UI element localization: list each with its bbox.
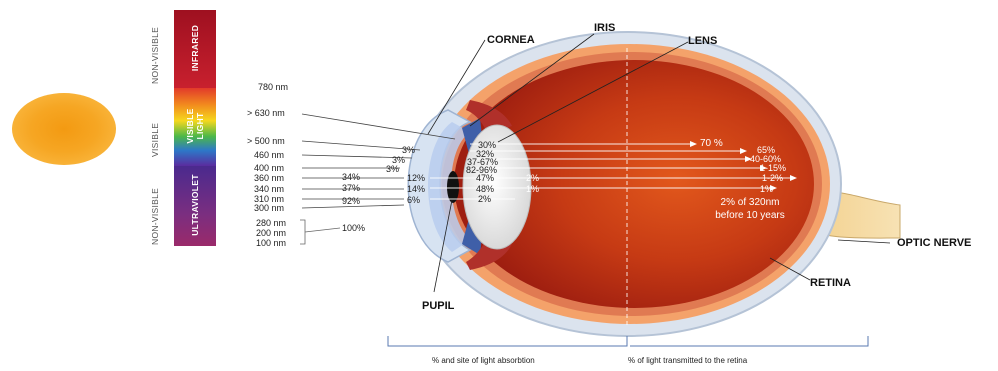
vitreous-absorption-340: 1%: [526, 184, 539, 194]
cornea-absorption-360: 34%: [342, 172, 360, 182]
wavelength-100: 100 nm: [256, 238, 286, 248]
cornea-absorption-uv: 100%: [342, 223, 365, 233]
lens-label: LENS: [688, 35, 717, 47]
iris-absorption-310: 6%: [407, 195, 420, 205]
wavelength-200: 200 nm: [256, 228, 286, 238]
retina-transmission-340: 1%: [760, 184, 773, 194]
wavelength-500: > 500 nm: [247, 136, 285, 146]
transmission-footer: % of light transmitted to the retina: [628, 356, 747, 365]
transmission-bracket: [630, 336, 868, 346]
cornea-absorption-340: 37%: [342, 183, 360, 193]
pupil-shape: [447, 171, 459, 203]
wavelength-280: 280 nm: [256, 218, 286, 228]
lens-absorption-360: 47%: [476, 173, 494, 183]
wavelength-300: 300 nm: [254, 203, 284, 213]
wavelength-780: 780 nm: [258, 82, 288, 92]
absorption-footer: % and site of light absorbtion: [432, 356, 535, 365]
retina-label: RETINA: [810, 277, 851, 289]
cornea-absorption-310: 92%: [342, 196, 360, 206]
retina-transmission-360: 1-2%: [762, 173, 783, 183]
optic-nerve-label: OPTIC NERVE: [897, 237, 971, 249]
lens-absorption-310: 2%: [478, 194, 491, 204]
retina-transmission-400: 1-15%: [760, 163, 786, 173]
iris-absorption-360: 12%: [407, 173, 425, 183]
cornea-label: CORNEA: [487, 34, 535, 46]
lens-absorption-340: 48%: [476, 184, 494, 194]
optic-nerve-leader: [838, 240, 890, 243]
iris-absorption-340: 14%: [407, 184, 425, 194]
pupil-label: PUPIL: [422, 300, 454, 312]
cornea-absorption-500: 3%: [402, 145, 415, 155]
wavelength-460: 460 nm: [254, 150, 284, 160]
wavelength-360: 360 nm: [254, 173, 284, 183]
wavelength-400: 400 nm: [254, 163, 284, 173]
retina-transmission-630: 70 %: [700, 138, 723, 149]
uv-bracket: [300, 220, 305, 244]
absorption-bracket: [388, 336, 627, 346]
retina-note: 2% of 320nm before 10 years: [705, 196, 795, 222]
vitreous-absorption-360: 2%: [526, 173, 539, 183]
wavelength-630: > 630 nm: [247, 108, 285, 118]
wavelength-340: 340 nm: [254, 184, 284, 194]
cornea-absorption-400: 3%: [386, 164, 399, 174]
iris-label: IRIS: [594, 22, 615, 34]
